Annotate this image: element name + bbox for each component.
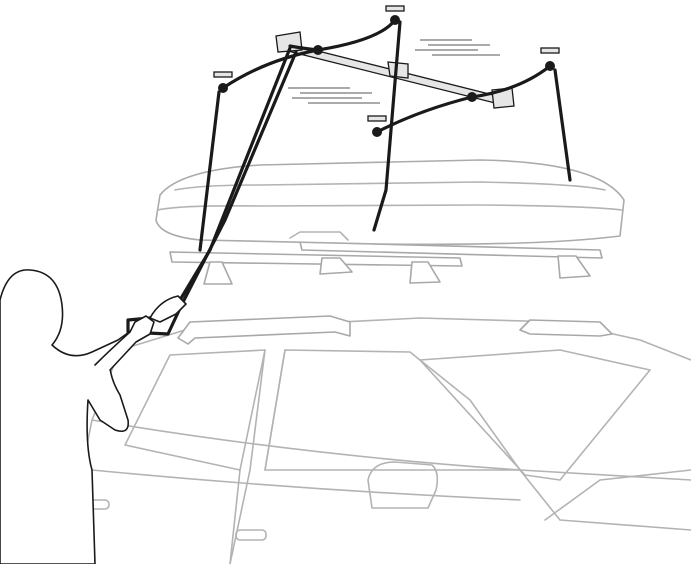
- rack-foot-4: [558, 256, 590, 278]
- car-window-quarter: [420, 350, 650, 480]
- roof-rail-right: [520, 320, 612, 336]
- rope: [223, 50, 318, 88]
- ceiling-pulley-icon: [368, 116, 386, 137]
- rack-foot-1: [204, 262, 232, 284]
- person-silhouette: [0, 270, 132, 564]
- car-door-handle-rear: [236, 530, 266, 540]
- roof-rack: [170, 242, 602, 284]
- rope-ring: [313, 45, 323, 55]
- roof-rail-left: [178, 316, 350, 344]
- car-window-front: [125, 350, 265, 470]
- person-hand-upper: [150, 296, 186, 322]
- car-mirror: [368, 462, 437, 508]
- roof-box-shell: [156, 160, 624, 244]
- car-door-line: [92, 470, 520, 564]
- rope: [555, 70, 570, 180]
- rope-ring: [467, 92, 477, 102]
- roof-box: [156, 160, 624, 244]
- car: [82, 316, 691, 564]
- car-window-rear: [265, 350, 520, 470]
- rope: [290, 20, 395, 50]
